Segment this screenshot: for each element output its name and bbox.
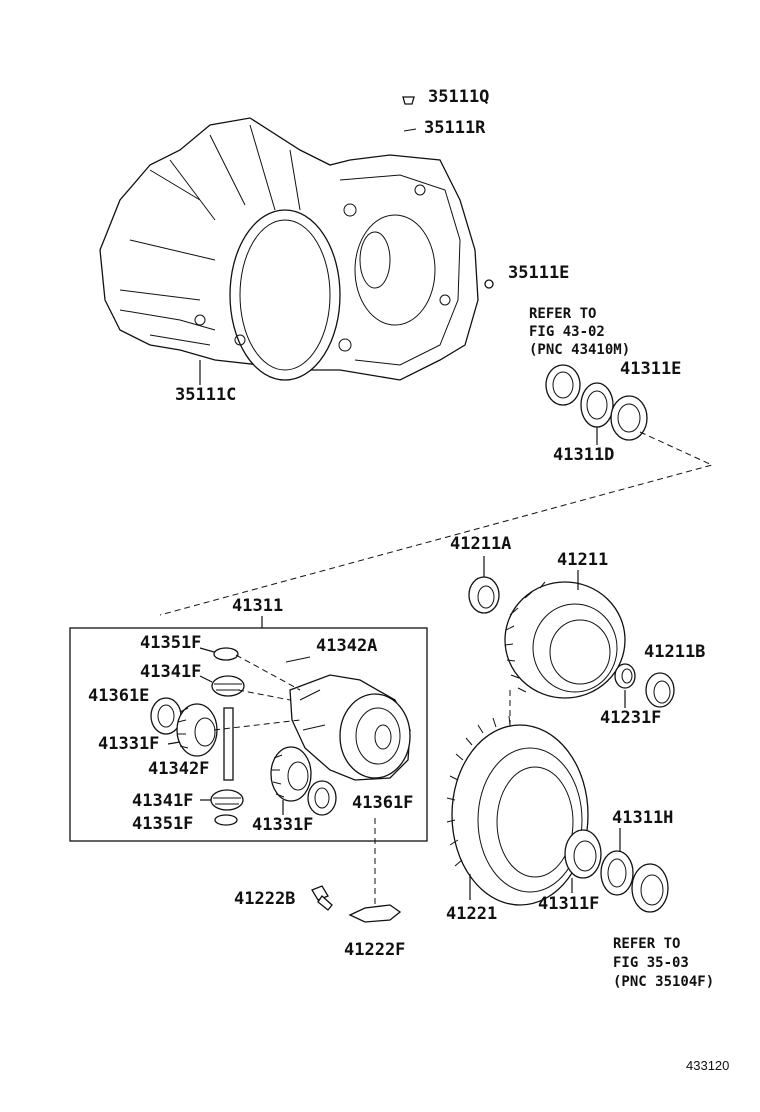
- pin-41342A[interactable]: [285, 656, 311, 663]
- side-gear-41331F-left[interactable]: [176, 703, 218, 757]
- label-41222B[interactable]: 41222B: [234, 889, 295, 909]
- reference-lower: REFER TO FIG 35-03 (PNC 35104F): [613, 936, 714, 990]
- label-41311E[interactable]: 41311E: [620, 359, 681, 379]
- transaxle-housing[interactable]: [99, 117, 479, 381]
- ring-gear-41221[interactable]: [446, 715, 589, 906]
- label-35111R[interactable]: 35111R: [424, 118, 486, 138]
- ref-lower-line-1: REFER TO: [613, 936, 680, 952]
- bolt-41222B[interactable]: [311, 885, 333, 911]
- ref-lower-line-3: (PNC 35104F): [613, 974, 714, 990]
- label-41311F[interactable]: 41311F: [538, 894, 599, 914]
- label-41211B[interactable]: 41211B: [644, 642, 705, 662]
- label-41351F-top[interactable]: 41351F: [140, 633, 201, 653]
- ref-upper-line-1: REFER TO: [529, 306, 596, 322]
- label-41221[interactable]: 41221: [446, 904, 497, 924]
- label-41331F-right[interactable]: 41331F: [252, 815, 313, 835]
- ref-upper-line-2: FIG 43-02: [529, 324, 605, 340]
- reference-upper: REFER TO FIG 43-02 (PNC 43410M): [529, 306, 630, 358]
- label-41222F[interactable]: 41222F: [344, 940, 405, 960]
- label-41361F[interactable]: 41361F: [352, 793, 413, 813]
- washer-41351F-top[interactable]: [213, 647, 239, 661]
- plug-35111Q[interactable]: [402, 96, 415, 105]
- bearing-41311E-group[interactable]: [545, 364, 648, 441]
- pinion-gear-41341F-top[interactable]: [211, 675, 245, 697]
- label-41341F-top[interactable]: 41341F: [140, 662, 201, 682]
- pinion-gear-41341F-bottom[interactable]: [210, 789, 244, 811]
- differential-case[interactable]: [289, 674, 411, 781]
- differential-kit-box: [69, 627, 428, 842]
- bracket-41222F[interactable]: [348, 904, 402, 923]
- ref-upper-line-3: (PNC 43410M): [529, 342, 630, 358]
- ref-lower-line-2: FIG 35-03: [613, 955, 689, 971]
- bearing-41211A[interactable]: [468, 576, 500, 614]
- pin-35111R[interactable]: [403, 128, 417, 132]
- bearing-41211B[interactable]: [645, 672, 675, 708]
- washer-41351F-bottom[interactable]: [214, 814, 238, 826]
- seal-35111E[interactable]: [484, 279, 494, 289]
- label-41351F-bottom[interactable]: 41351F: [132, 814, 193, 834]
- label-41211[interactable]: 41211: [557, 550, 608, 570]
- label-41311D[interactable]: 41311D: [553, 445, 614, 465]
- figure-number: 433120: [686, 1058, 729, 1073]
- collar-41231F[interactable]: [614, 663, 636, 689]
- gear-41211[interactable]: [504, 581, 626, 699]
- side-gear-41331F-right[interactable]: [270, 746, 312, 802]
- label-41311[interactable]: 41311: [232, 596, 283, 616]
- label-41342F[interactable]: 41342F: [148, 759, 209, 779]
- label-41361E[interactable]: 41361E: [88, 686, 149, 706]
- label-41211A[interactable]: 41211A: [450, 534, 511, 554]
- label-41341F-bottom[interactable]: 41341F: [132, 791, 193, 811]
- label-35111E[interactable]: 35111E: [508, 263, 569, 283]
- label-41311H[interactable]: 41311H: [612, 808, 673, 828]
- label-41231F[interactable]: 41231F: [600, 708, 661, 728]
- washer-41361F[interactable]: [307, 780, 337, 816]
- label-41331F-left[interactable]: 41331F: [98, 734, 159, 754]
- label-35111C[interactable]: 35111C: [175, 385, 236, 405]
- shaft-41342F[interactable]: [223, 707, 234, 781]
- label-35111Q[interactable]: 35111Q: [428, 87, 489, 107]
- bearing-41311F-group[interactable]: [564, 829, 669, 913]
- label-41342A[interactable]: 41342A: [316, 636, 377, 656]
